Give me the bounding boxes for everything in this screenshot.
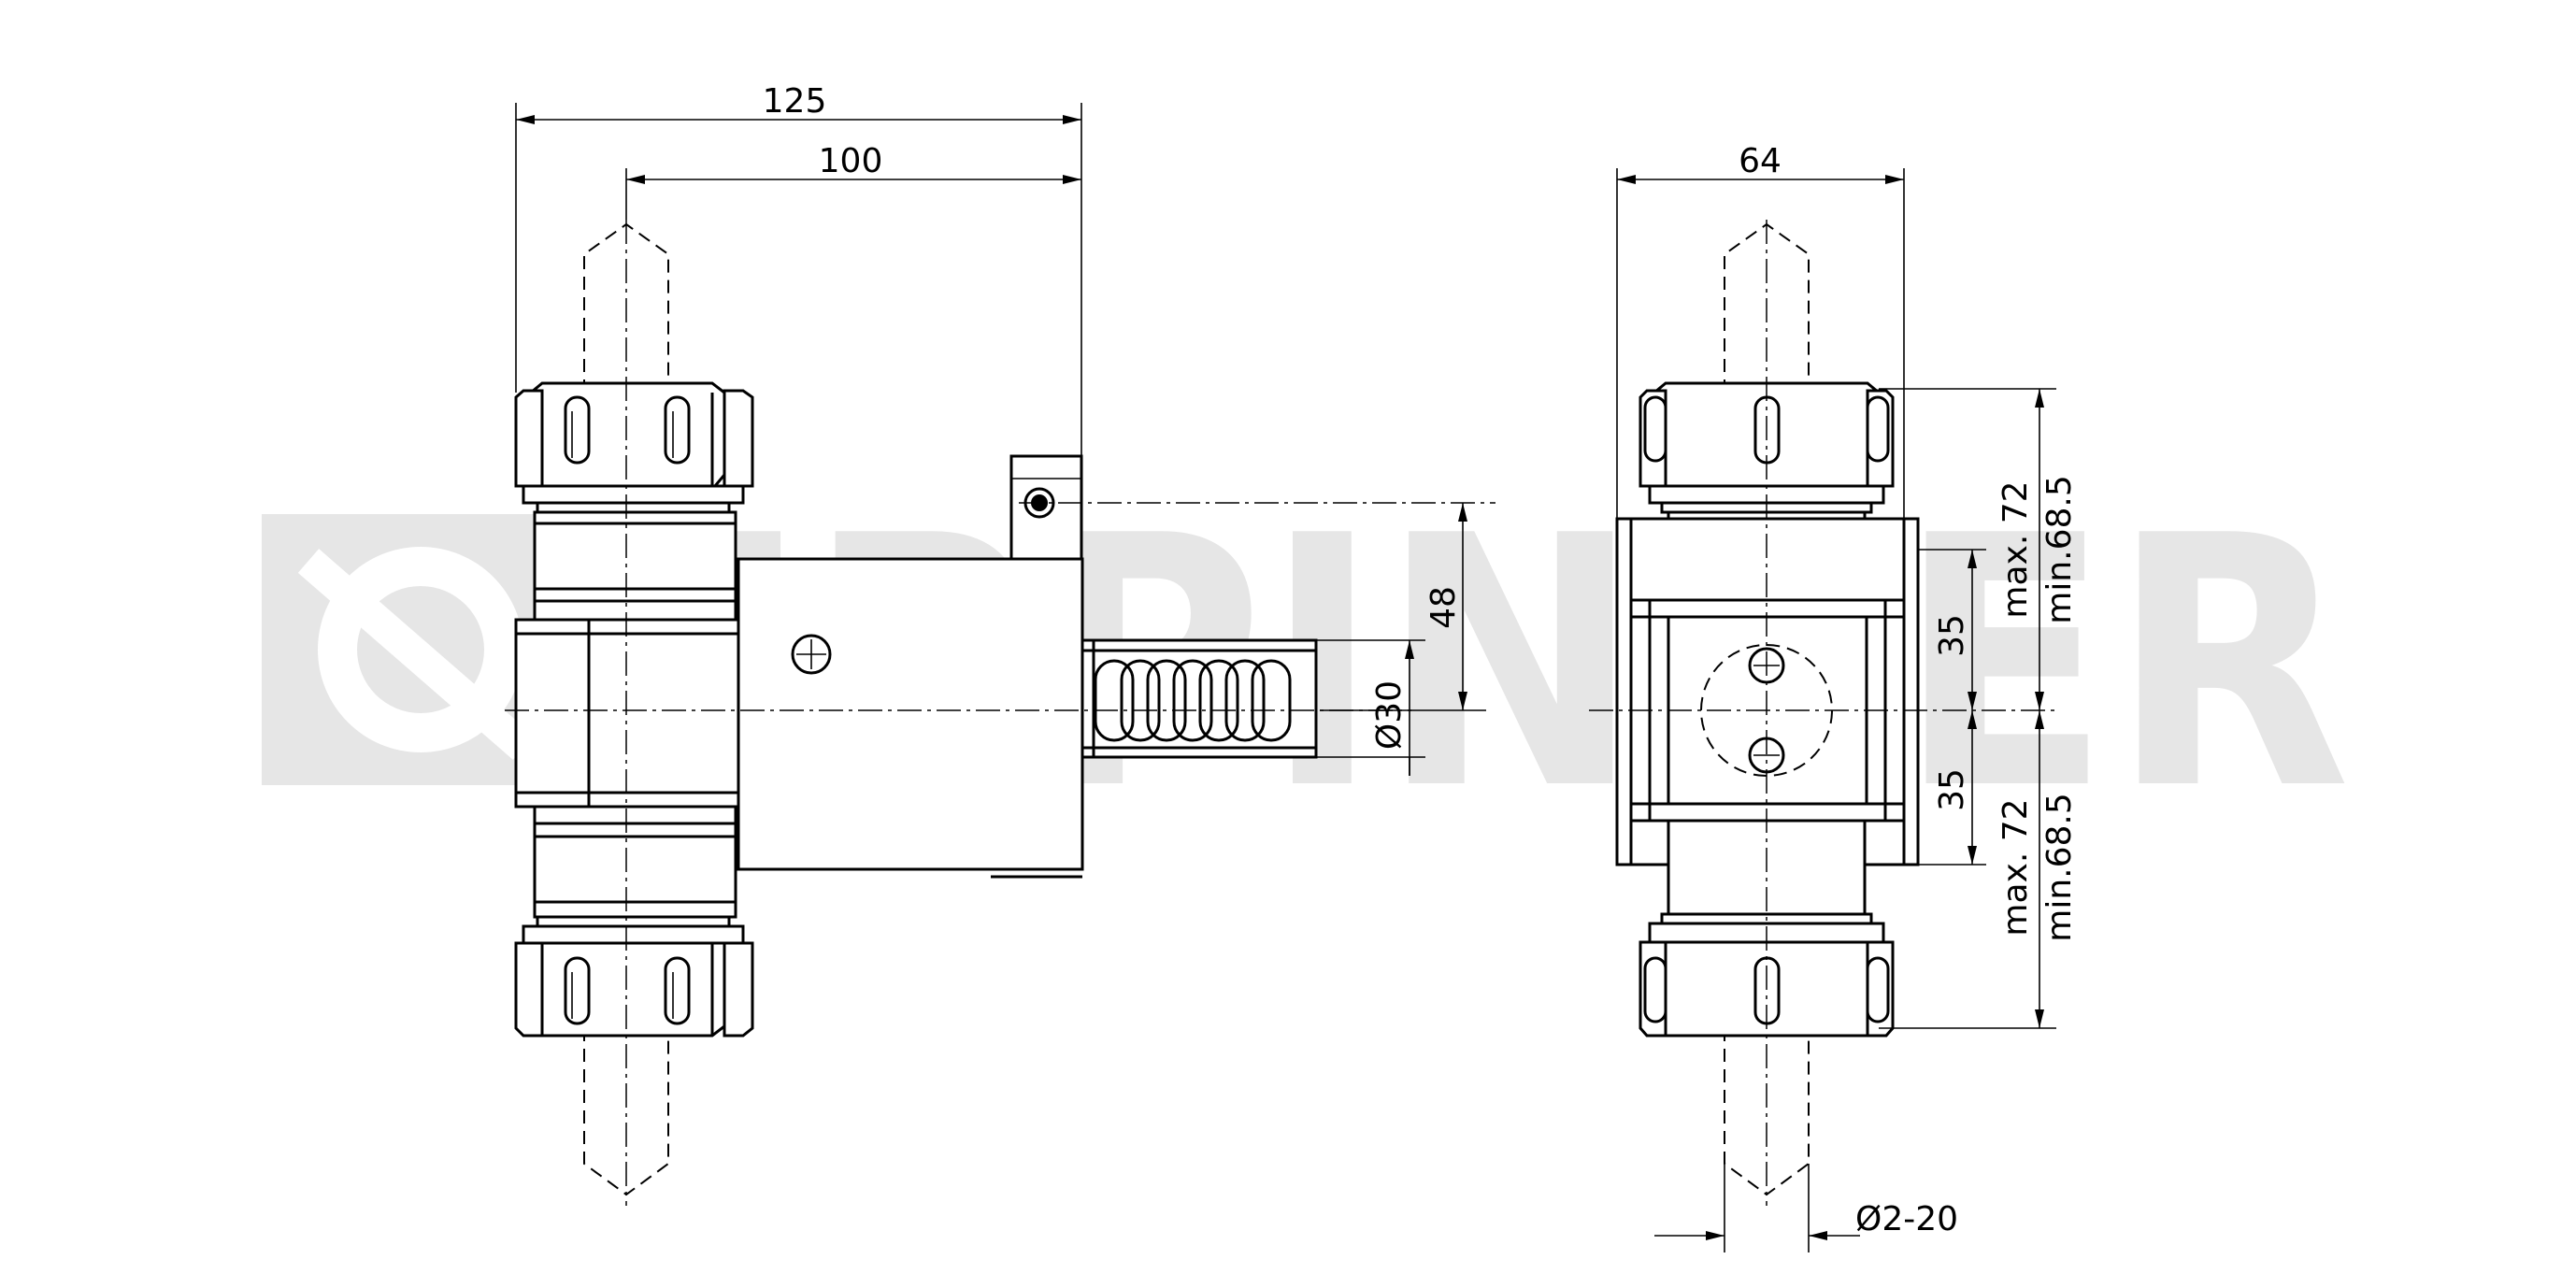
lower-collet-nut-left [514,941,754,1038]
watermark-logo-swoosh [297,549,535,760]
dim-shaft-offset: 48 [1424,586,1463,629]
dim-upper-min: min.68.5 [2040,475,2079,624]
side-view [505,220,1496,1206]
dim-upper-max: max. 72 [1996,480,2035,618]
housing-left [514,618,740,809]
coolant-fitting [1009,454,1083,561]
dim-lower-max: max. 72 [1996,798,2035,936]
shank [1080,638,1318,759]
dim-lower-min: min.68.5 [2040,793,2079,942]
front-view [1589,220,2056,1206]
dim-width: 64 [1739,142,1782,180]
body-screw [791,634,832,675]
dim-clamping-range: Ø2-20 [1855,1200,1958,1238]
dim-shank-diameter: Ø30 [1370,680,1409,750]
dim-lower-spacing: 35 [1933,768,1971,811]
dim-body-length: 100 [819,142,883,180]
upper-collet-nut-left [514,381,754,488]
dim-upper-spacing: 35 [1933,614,1971,657]
dim-overall-length: 125 [763,82,827,121]
dimension-lines: 125 100 48 Ø30 64 35 35 max. 72 [515,82,2079,1252]
body-block [737,557,1084,871]
